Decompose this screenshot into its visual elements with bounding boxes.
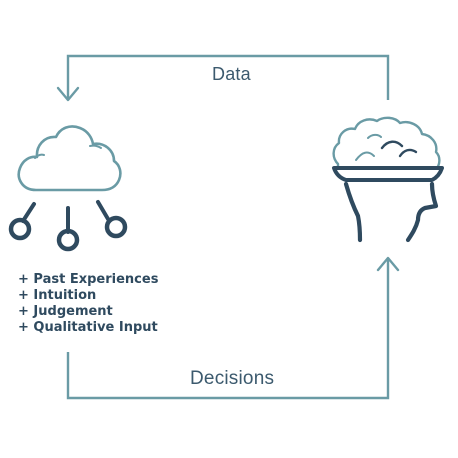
cloud-inner-curve <box>34 153 45 159</box>
factor-list: + Past Experiences + Intuition + Judgeme… <box>18 272 158 336</box>
decisions-flow-label: Decisions <box>190 368 275 389</box>
node-connector-left <box>21 202 36 223</box>
cloud-shape <box>17 125 122 192</box>
head-outline <box>343 181 363 243</box>
data-flow-label: Data <box>212 64 251 84</box>
factor-item-past-experiences: + Past Experiences <box>18 272 159 287</box>
head-outline <box>405 181 439 243</box>
network-node-right <box>104 215 128 239</box>
brain-fold <box>367 133 382 139</box>
network-node-center <box>56 228 80 252</box>
head-brain-icon <box>332 116 444 243</box>
decisions-arrowhead <box>376 256 400 272</box>
network-node-left <box>8 217 32 241</box>
factor-item-qualitative-input: + Qualitative Input <box>18 320 158 335</box>
factor-item-intuition: + Intuition <box>18 288 97 303</box>
brain-shape <box>332 116 441 171</box>
cloud-network-icon <box>8 125 128 252</box>
factor-item-judgement: + Judgement <box>18 304 113 319</box>
node-connector-right <box>96 200 110 221</box>
decisions-flow-line <box>66 260 390 400</box>
cloud-inner-curve <box>89 144 102 149</box>
brain-fold <box>380 140 404 150</box>
brain-fold <box>398 148 418 158</box>
headband <box>332 166 444 182</box>
brain-fold <box>355 151 375 161</box>
data-flow-line <box>66 54 390 100</box>
data-arrowhead <box>56 86 80 102</box>
